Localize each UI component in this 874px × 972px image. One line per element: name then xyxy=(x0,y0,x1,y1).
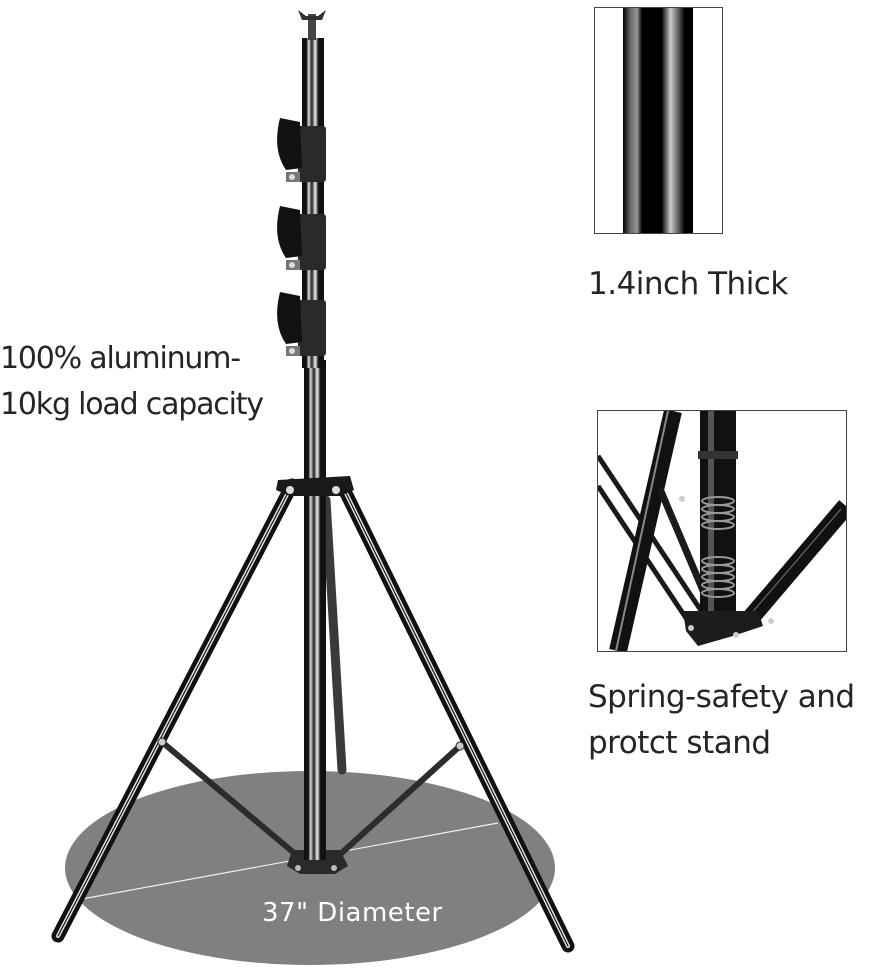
tube-thickness-inset xyxy=(594,7,723,234)
material-caption-line2: 10kg load capacity xyxy=(0,387,264,422)
center-pole-lower xyxy=(304,360,326,860)
spring-safety-inset xyxy=(597,410,847,652)
leg-braces xyxy=(159,739,463,861)
diameter-label: 37" Diameter xyxy=(262,898,443,928)
spring-caption-line1: Spring-safety and xyxy=(588,679,855,715)
material-caption: 100% aluminum- 10kg load capacity xyxy=(0,336,264,428)
tripod-legs xyxy=(51,478,575,953)
thickness-caption: 1.4inch Thick xyxy=(588,266,788,302)
center-pole-upper xyxy=(302,38,324,368)
spring-closeup-image xyxy=(598,411,846,651)
locking-knobs xyxy=(277,118,326,356)
spring-caption: Spring-safety and protct stand xyxy=(588,674,855,766)
spring-caption-line2: protct stand xyxy=(588,725,771,761)
light-stand-image xyxy=(51,10,575,965)
material-caption-line1: 100% aluminum- xyxy=(0,341,241,376)
tube-closeup-image xyxy=(623,8,693,233)
